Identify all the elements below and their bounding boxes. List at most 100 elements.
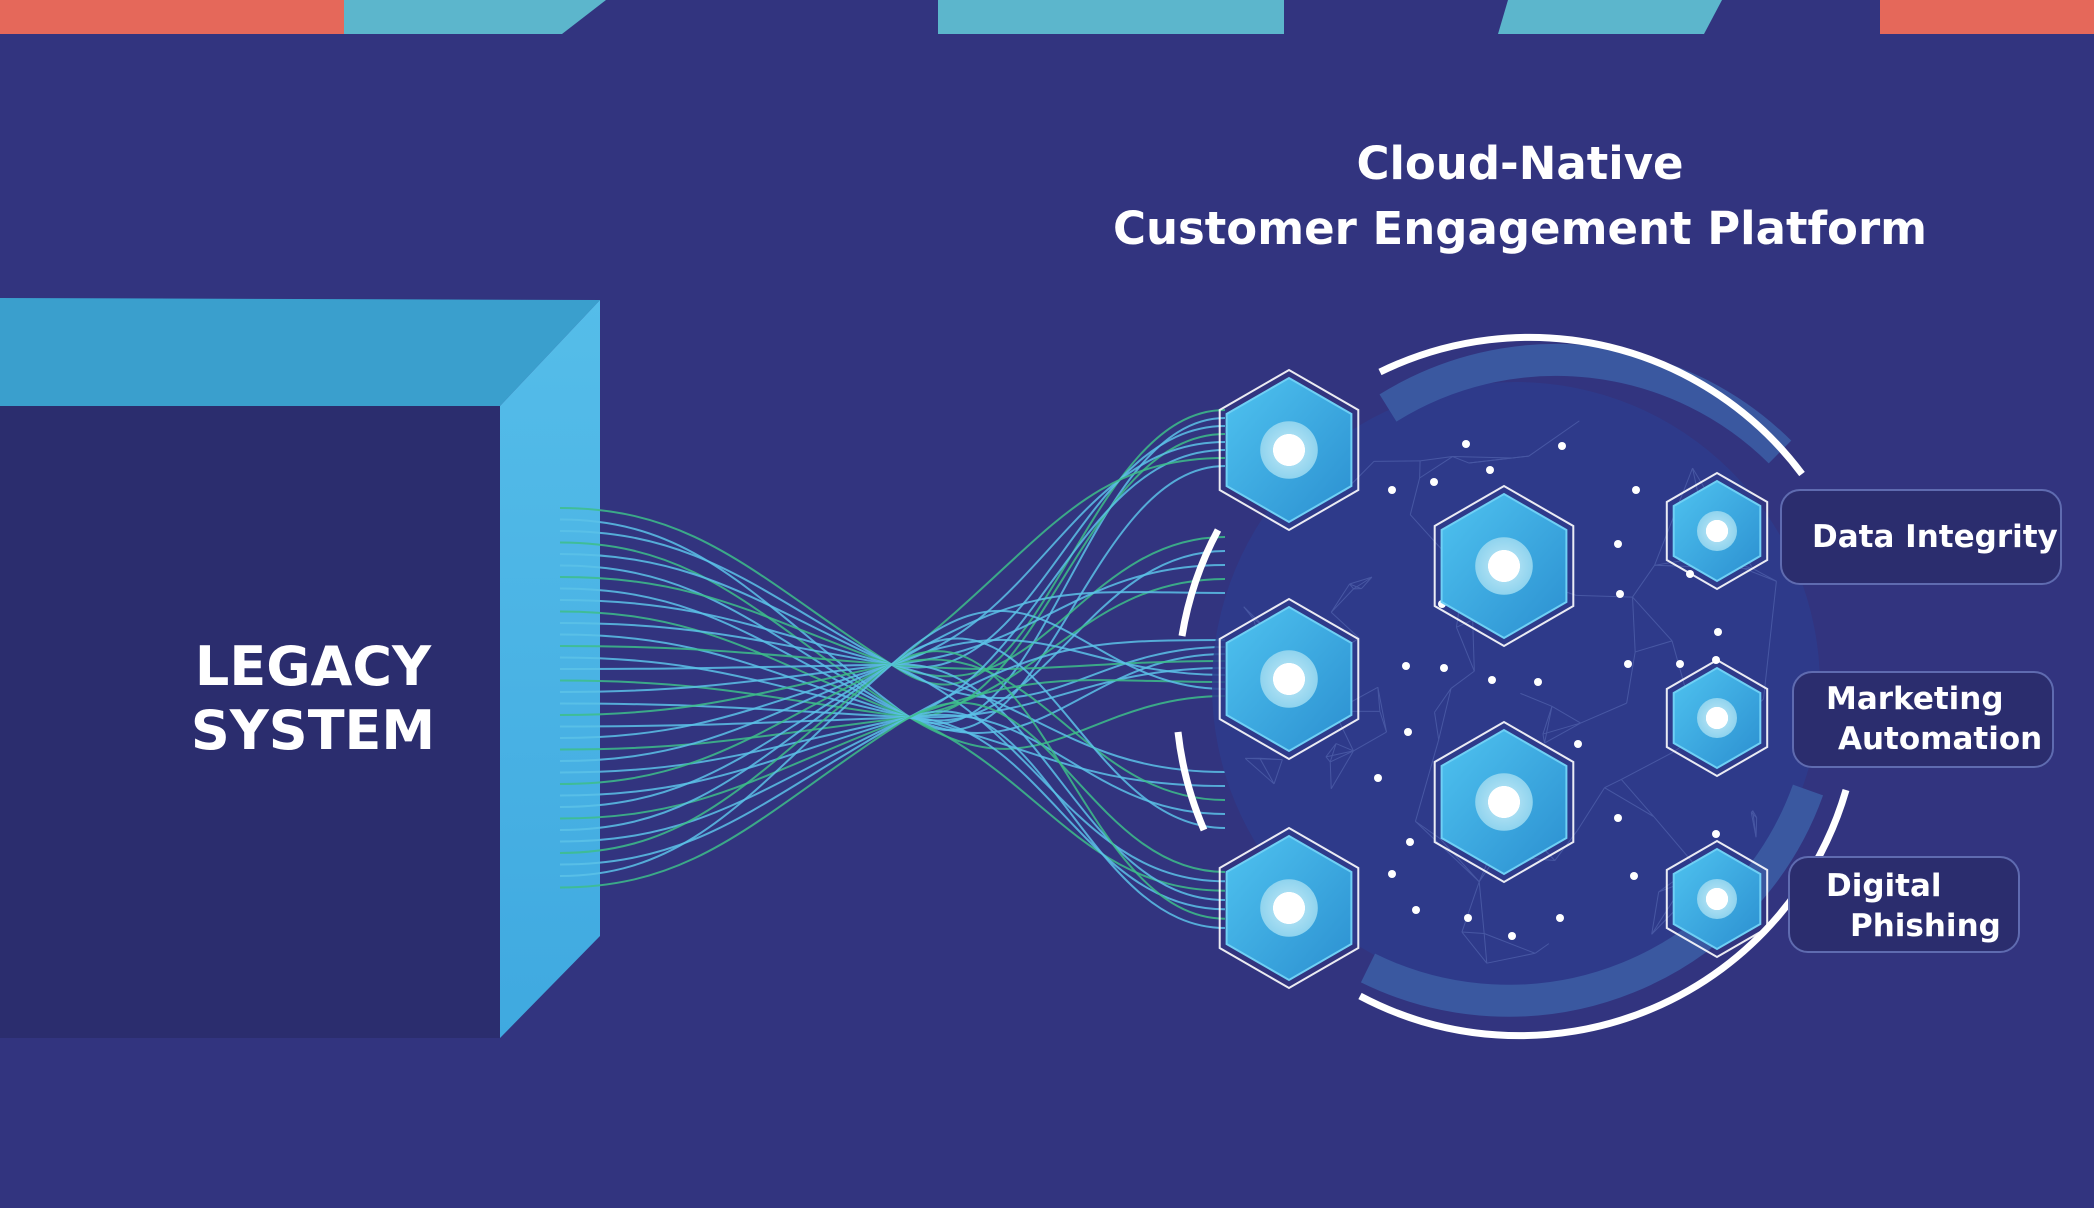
mesh-dot [1374, 774, 1382, 782]
flow-line [559, 638, 1226, 762]
mesh-line [1409, 477, 1421, 515]
flow-line [559, 679, 1226, 820]
mesh-line [1752, 810, 1758, 818]
legacy-label-line-2: SYSTEM [190, 699, 436, 762]
accent-block-teal-2 [938, 0, 1284, 34]
ring-arc-left-lower [1174, 731, 1208, 832]
hex-node-icon [1218, 597, 1360, 761]
mesh-dot [1632, 486, 1640, 494]
flow-line [559, 710, 1226, 929]
mesh-line [1353, 576, 1373, 590]
mesh-line [1259, 757, 1275, 785]
feature-box-digital-phishing: Digital Phishing [1788, 856, 2020, 953]
mesh-line [1632, 565, 1655, 598]
mesh-line [1415, 820, 1441, 839]
mesh-line [1439, 838, 1480, 883]
platform-disc [1212, 382, 1820, 990]
mesh-line [1353, 731, 1387, 752]
mesh-line [1450, 670, 1475, 689]
hex-core [1475, 537, 1533, 595]
mesh-line [1651, 891, 1660, 935]
mesh-line [1528, 420, 1580, 457]
flow-line [559, 564, 1226, 693]
mesh-line [1414, 739, 1440, 822]
hex-node-icon [1433, 720, 1575, 884]
accent-block-coral-right [1880, 0, 2094, 34]
mesh-line [1576, 787, 1605, 832]
mesh-line [1763, 581, 1777, 700]
hex-nodes [1218, 368, 1769, 990]
legacy-system-label: LEGACY SYSTEM [168, 635, 458, 763]
mesh-line [1534, 943, 1550, 954]
accent-block-coral-left [0, 0, 344, 34]
mesh-dot [1534, 678, 1542, 686]
mesh-line [1626, 651, 1636, 704]
mesh-line [1420, 456, 1453, 462]
flow-line [559, 663, 1226, 901]
ring-arc-top [1378, 333, 1805, 477]
mesh-line [1409, 514, 1446, 554]
hex-core [1260, 879, 1318, 937]
accent-block-teal-3 [1498, 0, 1722, 34]
mesh-line [1461, 931, 1485, 935]
mesh-line [1330, 588, 1354, 613]
mesh-line [1604, 787, 1655, 818]
hex-node-icon [1665, 471, 1769, 591]
mesh-dot [1676, 660, 1684, 668]
mesh-line [1542, 722, 1581, 735]
mesh-line [1325, 743, 1337, 758]
mesh-dot [1402, 662, 1410, 670]
flow-line [559, 713, 1226, 815]
mesh-line [1329, 743, 1337, 763]
feature-label-line-2: Automation [1838, 721, 2043, 757]
flow-line [559, 449, 1226, 797]
mesh-dot [1714, 628, 1722, 636]
flow-line [559, 530, 1226, 700]
mesh-line [1461, 881, 1480, 933]
mesh-line [1542, 733, 1546, 744]
mesh-line [1478, 881, 1485, 934]
hex-core [1475, 773, 1533, 831]
accent-block-teal-1 [344, 0, 606, 34]
flow-line [559, 637, 1226, 831]
mesh-line [1245, 757, 1283, 761]
hex-outline [1433, 484, 1575, 648]
mesh-line [1379, 711, 1387, 733]
mesh-dot [1388, 486, 1396, 494]
mesh-dot [1558, 442, 1566, 450]
flow-line [559, 550, 1226, 722]
mesh-line [1542, 706, 1553, 735]
mesh-line [1632, 597, 1636, 652]
flow-line [559, 716, 1226, 911]
hex-node-icon [1665, 658, 1769, 778]
mesh-dot [1464, 914, 1472, 922]
hex-node-icon [1433, 484, 1575, 648]
mesh-line [1273, 759, 1283, 784]
mesh-line [1483, 933, 1536, 954]
mesh-line [1243, 606, 1254, 619]
hex-outline [1218, 368, 1360, 532]
flow-line [559, 417, 1226, 725]
feature-box-marketing-automation: Marketing Automation [1792, 671, 2054, 768]
mesh-line [1576, 594, 1633, 598]
hex-outline [1665, 471, 1769, 591]
flow-line [559, 465, 1226, 731]
legacy-system-cube [0, 298, 600, 1038]
mesh-line [1438, 688, 1452, 740]
flow-line [559, 650, 1226, 920]
mesh-dot [1614, 814, 1622, 822]
mesh-line [1419, 456, 1453, 479]
mesh-line [1486, 952, 1536, 964]
mesh-dot [1462, 440, 1470, 448]
mesh-line [1620, 779, 1655, 818]
mesh-line [1325, 750, 1354, 758]
mesh-dot [1406, 838, 1414, 846]
mesh-line [1452, 456, 1513, 459]
mesh-line [1752, 810, 1757, 838]
cube-top-face [0, 298, 600, 406]
mesh-dot [1440, 664, 1448, 672]
mesh-line [1468, 457, 1513, 464]
mesh-line [1330, 750, 1354, 789]
